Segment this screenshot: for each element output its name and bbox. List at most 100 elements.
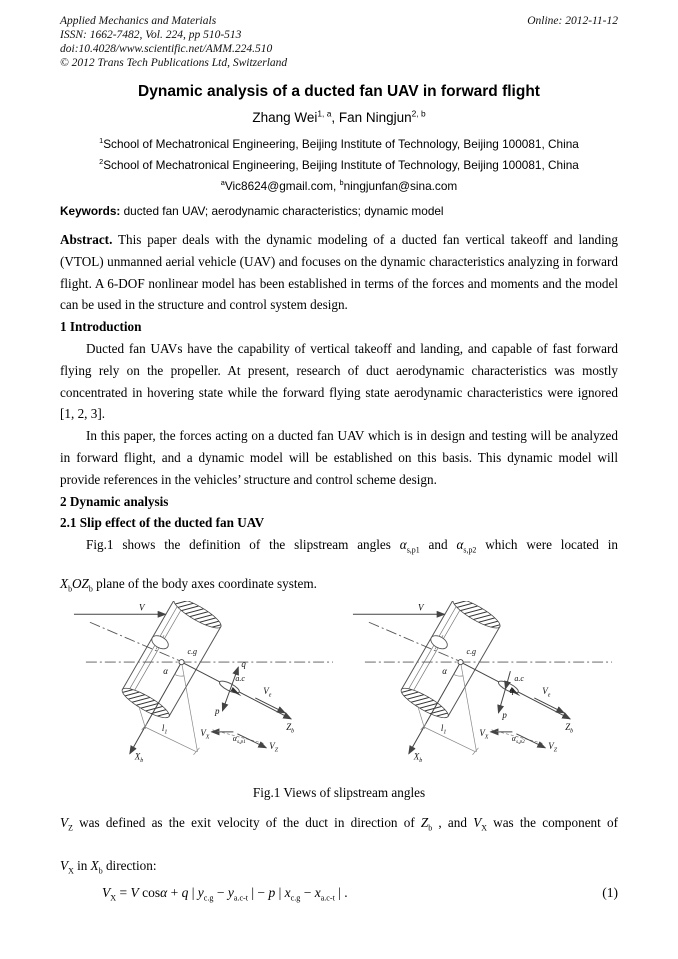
- fig-left-v-label: V: [139, 602, 146, 612]
- duct-lip-bottom: [400, 687, 449, 718]
- q-arrow: [229, 665, 239, 689]
- abstract-text: This paper deals with the dynamic modeli…: [60, 232, 618, 313]
- cg-point: [457, 658, 464, 665]
- ac-airfoil: [218, 680, 242, 697]
- l1-dimension-line: [144, 726, 197, 752]
- keywords-text: ducted fan UAV; aerodynamic characterist…: [120, 204, 444, 218]
- fig-right-ve-label: Ve: [542, 686, 550, 698]
- author-2: Fan Ningjun: [338, 110, 412, 125]
- dimension-reference-line: [460, 661, 477, 752]
- fig-left-cg-label: c.g: [188, 647, 198, 656]
- fig-right-xb-label: Xb: [413, 752, 422, 764]
- paper-body: Abstract. This paper deals with the dyna…: [60, 229, 619, 904]
- alpha-arc: [453, 673, 464, 677]
- email-a: Vic8624@gmail.com,: [224, 179, 340, 193]
- copyright-line: © 2012 Trans Tech Publications Ltd, Swit…: [60, 57, 288, 69]
- emails-line: aVic8624@gmail.com, bningjunfan@sina.com: [60, 176, 618, 197]
- fig-right-slip-angle-label: αs,p2: [512, 734, 525, 745]
- fig-left-zb-label: Zb: [286, 722, 294, 734]
- dimension-tick: [420, 722, 427, 730]
- figure-caption: Fig.1 Views of slipstream angles: [252, 784, 426, 800]
- fig-left-vz-label: VZ: [269, 741, 278, 753]
- p-arrow: [497, 688, 506, 714]
- equation-1-row: VX = V cosα + q | yc.g − ya.c-t | − p | …: [60, 885, 618, 904]
- xb-axis: [408, 661, 461, 755]
- xb-axis: [129, 661, 182, 755]
- dimension-extension-line: [138, 705, 147, 729]
- keywords-line: Keywords: ducted fan UAV; aerodynamic ch…: [60, 204, 618, 218]
- intro-paragraph-2: In this paper, the forces acting on a du…: [60, 428, 618, 487]
- section-2-heading: 2 Dynamic analysis: [60, 493, 169, 509]
- fig-right-vz-label: VZ: [548, 741, 557, 753]
- l1-dimension-line: [423, 726, 476, 752]
- dimension-tick: [472, 747, 479, 755]
- fig-left-xb-label: Xb: [134, 752, 143, 764]
- slip-angle-dashed-line: [212, 729, 266, 744]
- online-date: Online: 2012-11-12: [527, 15, 618, 27]
- duct-lip-top: [452, 600, 501, 629]
- fig-left-slip-angle-label: αs,p1: [233, 734, 246, 745]
- vz-paragraph-line-2: VX in Xb direction:: [60, 857, 157, 876]
- alpha-arc: [174, 673, 185, 677]
- issn-line: ISSN: 1662-7482, Vol. 224, pp 510-513: [60, 29, 242, 41]
- dimension-tick: [141, 722, 148, 730]
- fig-left-ac-label: a.c: [235, 674, 245, 683]
- abstract-label: Abstract.: [60, 232, 113, 247]
- author-1-sup: 1, a: [317, 108, 332, 119]
- rotor-hub: [430, 635, 448, 649]
- email-a-sup: a: [220, 178, 225, 188]
- flightpath-dashdot: [89, 621, 181, 662]
- duct-lip-bottom: [121, 687, 170, 718]
- duct-lip-top: [173, 600, 222, 629]
- fig-left-q-label: q: [241, 659, 246, 669]
- vz-arrow: [237, 733, 268, 748]
- fig-left-vx-label: VX: [200, 728, 209, 740]
- section-1-heading: 1 Introduction: [60, 319, 142, 335]
- ve-arrow: [255, 697, 287, 714]
- journal-name: Applied Mechanics and Materials: [60, 15, 217, 27]
- figure-panel-right: V c.g α a.c q: [352, 600, 613, 764]
- equation-number: (1): [602, 885, 618, 901]
- author-separator: ,: [331, 110, 339, 125]
- doi-line: doi:10.4028/www.scientific.net/AMM.224.5…: [60, 43, 273, 55]
- vz-arrow: [516, 733, 547, 748]
- affiliation-2-sup: 2: [99, 157, 104, 167]
- cg-point: [178, 658, 185, 665]
- section-2-1-heading: 2.1 Slip effect of the ducted fan UAV: [60, 515, 265, 531]
- abstract-paragraph: Abstract. This paper deals with the dyna…: [60, 229, 618, 316]
- q-arrow: [504, 670, 511, 690]
- fig-right-alpha-label: α: [442, 666, 447, 676]
- dimension-tick: [193, 747, 200, 755]
- fig-right-q-label: q: [509, 685, 514, 695]
- paper-title: Dynamic analysis of a ducted fan UAV in …: [138, 83, 540, 100]
- author-1: Zhang Wei: [252, 110, 318, 125]
- fig-left-p-label: p: [214, 706, 220, 716]
- intro-paragraph-1: Ducted fan UAVs have the capability of v…: [60, 340, 618, 422]
- fig-left-ve-label: Ve: [263, 686, 271, 698]
- figure-panel-left: V c.g α a.c q: [73, 600, 334, 764]
- fig-intro-line-1: Fig.1 shows the definition of the slipst…: [86, 537, 619, 555]
- email-b-sup: b: [339, 178, 344, 188]
- fig-left-l1-label: l1: [162, 723, 168, 735]
- fig-intro-line-2: XbOZb plane of the body axes coordinate …: [60, 575, 317, 594]
- fig-right-p-label: p: [501, 710, 507, 720]
- fig-right-vx-label: VX: [479, 728, 488, 740]
- fig-right-v-label: V: [418, 602, 425, 612]
- vz-paragraph-line-1: VZ was defined as the exit velocity of t…: [60, 814, 618, 833]
- fig-right-ac-label: a.c: [514, 674, 524, 683]
- journal-header: Applied Mechanics and Materials ISSN: 16…: [60, 14, 618, 70]
- equation-1: VX = V cosα + q | yc.g − ya.c-t | − p | …: [102, 885, 348, 904]
- author-2-sup: 2, b: [411, 108, 426, 119]
- slip-angle-1-symbol: α: [399, 537, 407, 553]
- keywords-label: Keywords:: [60, 204, 121, 218]
- slip-angle-2-symbol: α: [456, 537, 464, 553]
- ve-arrow: [534, 697, 566, 714]
- flightpath-dashdot: [368, 621, 460, 662]
- slip-angle-dashed-line: [491, 729, 545, 744]
- rotor-hub: [151, 635, 169, 649]
- affiliations-block: 1School of Mechatronical Engineering, Be…: [60, 134, 618, 197]
- fig-left-alpha-label: α: [163, 666, 168, 676]
- duct-body: [121, 600, 222, 718]
- fig-right-zb-label: Zb: [565, 722, 573, 734]
